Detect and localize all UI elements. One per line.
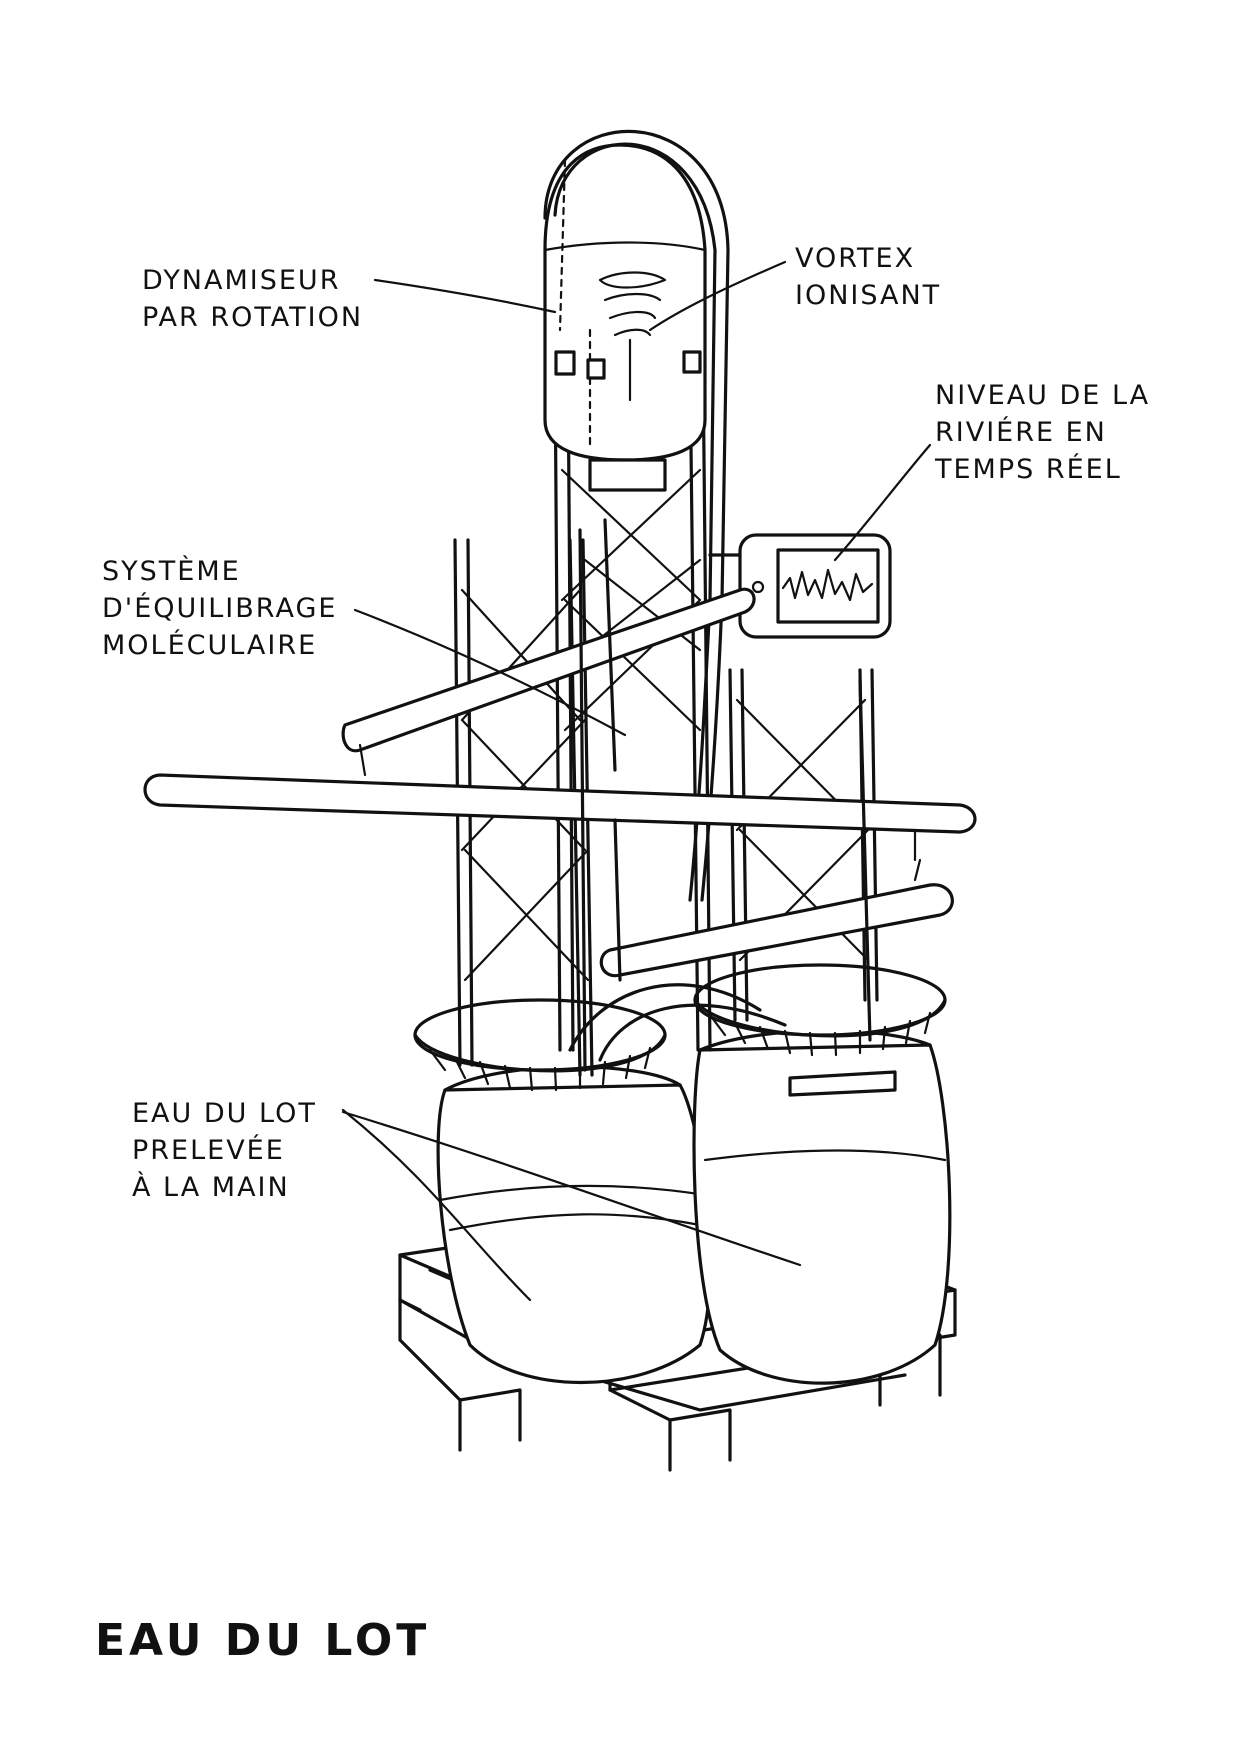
label-niveau: NIVEAU DE LA RIVIÉRE EN TEMPS RÉEL	[935, 380, 1151, 485]
middle-trough	[143, 773, 977, 882]
barrel-left	[436, 1065, 713, 1384]
lower-trough	[599, 883, 954, 978]
bottle	[543, 143, 707, 492]
leader-vortex	[648, 260, 787, 332]
monitor	[708, 533, 892, 639]
label-eau: EAU DU LOT PRELEVÉE À LA MAIN	[132, 1098, 317, 1203]
bowl-left	[413, 998, 667, 1092]
label-dynamiseur: DYNAMISEUR PAR ROTATION	[142, 265, 364, 333]
page-title: EAU DU LOT	[95, 1615, 431, 1666]
upper-trough	[341, 587, 756, 777]
leader-dynamiseur	[373, 278, 557, 314]
leader-lines	[341, 260, 932, 1302]
label-systeme: SYSTÈME D'ÉQUILIBRAGE MOLÉCULAIRE	[102, 556, 338, 661]
bowl-right	[693, 963, 947, 1057]
label-vortex: VORTEX IONISANT	[795, 243, 942, 311]
leader-eau-2	[341, 1110, 802, 1267]
barrel-right	[692, 1029, 952, 1385]
leader-systeme	[353, 608, 627, 737]
leader-niveau	[833, 443, 932, 562]
leader-eau-1	[341, 1108, 532, 1302]
